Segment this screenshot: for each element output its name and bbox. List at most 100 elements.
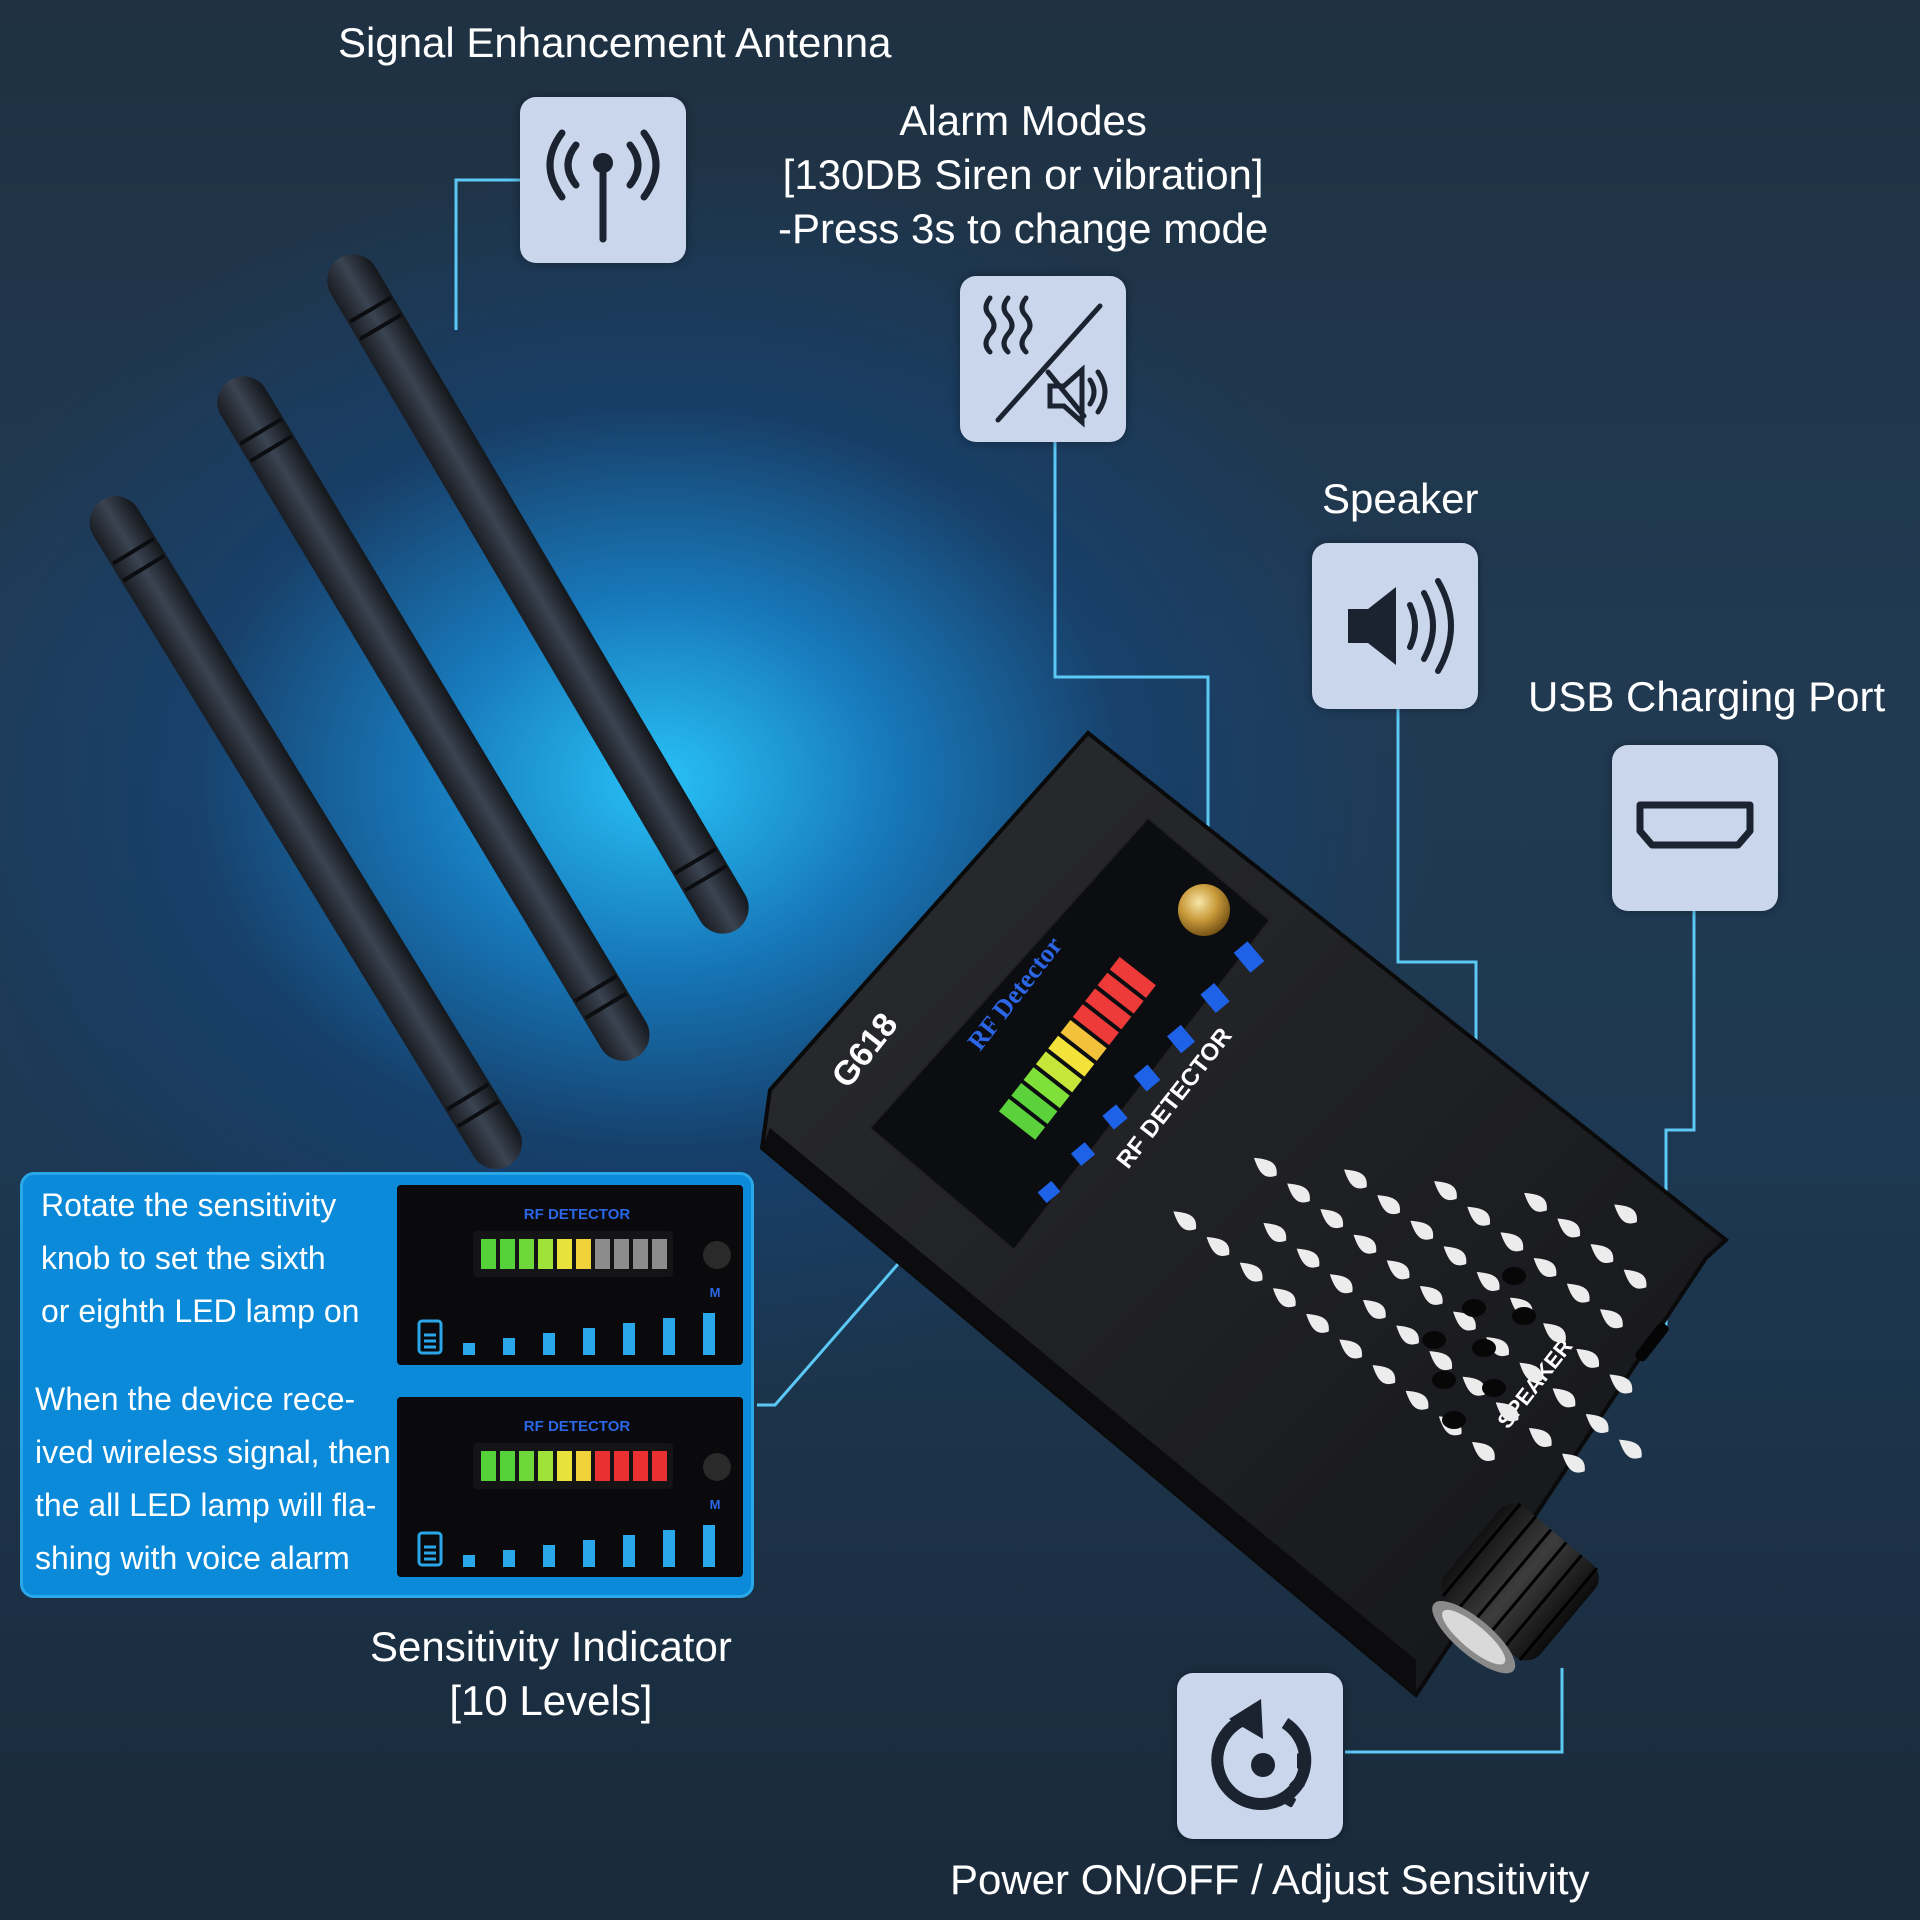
panel-bottom-line: When the device rece-	[35, 1381, 356, 1417]
led-lamp	[576, 1239, 591, 1269]
antenna-left	[89, 496, 522, 1169]
sensitivity-step	[503, 1338, 515, 1355]
grille-drop	[1519, 1362, 1543, 1382]
grille-drop	[1363, 1299, 1386, 1319]
grille-drop	[1386, 1260, 1410, 1280]
grille-drop	[1562, 1453, 1585, 1473]
led-lamp	[633, 1239, 648, 1269]
led-lamp	[576, 1451, 591, 1481]
led-lamp	[614, 1451, 629, 1481]
grille-drop	[1500, 1232, 1524, 1252]
grille-drop	[1272, 1288, 1296, 1308]
antenna-right	[327, 254, 749, 934]
grille-drop	[1585, 1414, 1609, 1433]
panel-bottom-text: When the device rece- ived wireless sign…	[35, 1373, 391, 1585]
grille-drop	[1552, 1388, 1576, 1408]
grille-drop	[1614, 1204, 1637, 1224]
antenna-icon	[546, 129, 660, 243]
speaker-icon-box	[1312, 543, 1478, 709]
sensitivity-step	[463, 1555, 475, 1567]
grille-drop	[1410, 1220, 1434, 1240]
speaker-grille	[1173, 1157, 1647, 1473]
alarm-connector	[1053, 442, 1210, 895]
led-lamp	[500, 1451, 515, 1481]
led-lamp	[557, 1451, 572, 1481]
grille-drop	[1495, 1402, 1519, 1422]
sensitivity-step	[463, 1343, 475, 1355]
grille-drop	[1419, 1285, 1443, 1305]
speaker-icon	[1348, 578, 1454, 674]
antenna-middle	[217, 376, 650, 1061]
led-example-all: RF DETECTOR M	[397, 1397, 743, 1577]
panel-top-line: knob to set the sixth	[41, 1240, 326, 1276]
grille-drop	[1263, 1223, 1287, 1242]
vibrate-mute-icon	[983, 295, 1108, 428]
power-connector	[1345, 1668, 1564, 1754]
led-lamp	[538, 1451, 553, 1481]
led-example-all-graphic: RF DETECTOR M	[417, 1418, 731, 1567]
sensitivity-step	[623, 1323, 635, 1355]
grille-drop	[1239, 1262, 1263, 1282]
grille-drop	[1600, 1309, 1623, 1329]
sensitivity-step	[663, 1318, 675, 1355]
grille-drop	[1472, 1441, 1495, 1461]
battery-icon	[417, 1531, 443, 1567]
usb-label: USB Charging Port	[1528, 673, 1886, 720]
sensitivity-step	[703, 1525, 715, 1567]
grille-drop	[1396, 1325, 1419, 1345]
alarm-mode-title: Alarm Modes	[899, 97, 1147, 144]
sensitivity-step	[663, 1530, 675, 1567]
antenna-icon-box	[520, 97, 686, 263]
led-lamp	[538, 1239, 553, 1269]
grille-drop	[1462, 1376, 1486, 1396]
led-lamp	[595, 1239, 610, 1269]
led-lamp	[652, 1239, 667, 1269]
grille-drop	[1623, 1269, 1647, 1289]
led-example-title: RF DETECTOR	[524, 1418, 631, 1435]
grille-drop	[1306, 1313, 1329, 1333]
power-label: Power ON/OFF / Adjust Sensitivity	[950, 1856, 1590, 1903]
grille-drop	[1566, 1283, 1590, 1303]
sensitivity-indicator-levels: [10 Levels]	[449, 1677, 653, 1724]
grille-drop	[1353, 1234, 1377, 1254]
panel-bottom-line: shing with voice alarm	[35, 1540, 350, 1576]
grille-drop	[1443, 1246, 1467, 1266]
panel-top-text: Rotate the sensitivity knob to set the s…	[41, 1179, 359, 1338]
grille-drop	[1296, 1248, 1320, 1268]
grille-drop	[1590, 1244, 1614, 1263]
panel-top-line: or eighth LED lamp on	[41, 1293, 360, 1329]
alarm-mode-icon-box	[960, 276, 1126, 442]
grille-drop	[1467, 1206, 1490, 1226]
grille-drop	[1377, 1195, 1400, 1215]
grille-drop	[1339, 1339, 1362, 1359]
grille-drop	[1344, 1169, 1367, 1189]
grille-drop	[1528, 1428, 1552, 1447]
device-led-bar	[998, 956, 1156, 1140]
grille-drop	[1329, 1274, 1353, 1294]
alarm-mode-label: Alarm Modes [130DB Siren or vibration] -…	[778, 94, 1268, 256]
grille-drop	[1533, 1258, 1557, 1277]
panel-bottom-line: the all LED lamp will fla-	[35, 1487, 377, 1523]
speaker-holes	[1422, 1267, 1536, 1429]
grille-drop	[1543, 1323, 1566, 1343]
antenna-label: Signal Enhancement Antenna	[338, 19, 892, 66]
sensitivity-step	[583, 1540, 595, 1567]
power-rotate-icon	[1211, 1699, 1312, 1811]
mode-letter: M	[710, 1285, 721, 1300]
sensitivity-indicator-label: Sensitivity Indicator [10 Levels]	[370, 1620, 732, 1728]
led-lamp	[481, 1239, 496, 1269]
grille-drop	[1206, 1237, 1230, 1256]
device-side-edge	[762, 1128, 1416, 1695]
led-lamp	[500, 1239, 515, 1269]
sensitivity-step	[503, 1550, 515, 1567]
grille-drop	[1372, 1365, 1396, 1385]
led-example-sixth-graphic: RF DETECTOR M	[417, 1206, 731, 1355]
grille-drop	[1609, 1374, 1633, 1394]
led-lamp	[519, 1239, 534, 1269]
led-lamp	[557, 1239, 572, 1269]
battery-icon	[417, 1319, 443, 1355]
grille-drop	[1429, 1351, 1453, 1371]
grille-drop	[1405, 1390, 1429, 1410]
alarm-mode-instruction: -Press 3s to change mode	[778, 205, 1269, 252]
